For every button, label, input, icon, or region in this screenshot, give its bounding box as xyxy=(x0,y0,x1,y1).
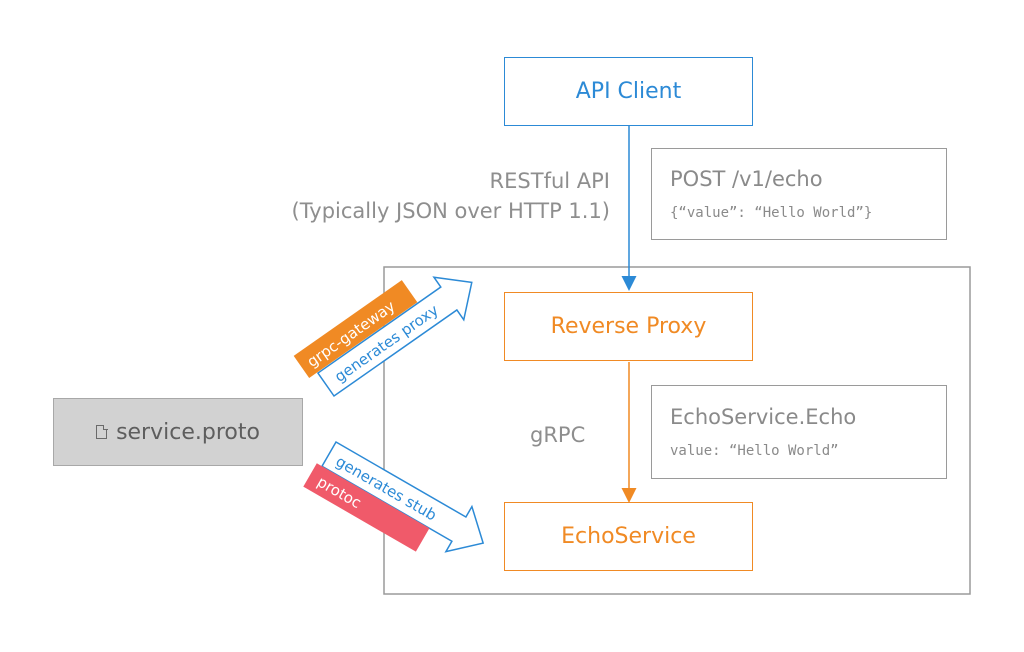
rest-label-line1: RESTful API xyxy=(489,169,610,193)
file-icon xyxy=(96,424,108,439)
rest-label: RESTful API (Typically JSON over HTTP 1.… xyxy=(240,166,610,226)
protoc-arrow: generates stub protoc xyxy=(303,440,485,553)
grpc-message-body: value: “Hello World” xyxy=(670,443,839,459)
grpc-message-title: EchoService.Echo xyxy=(670,405,857,429)
grpc-label: gRPC xyxy=(530,423,586,447)
reverse-proxy-label: Reverse Proxy xyxy=(550,314,707,339)
echo-service-label: EchoService xyxy=(561,524,696,549)
server-container xyxy=(383,266,971,595)
echo-service-node: EchoService xyxy=(504,502,753,571)
grpc-message-box: EchoService.Echo value: “Hello World” xyxy=(651,385,947,479)
request-body: {“value”: “Hello World”} xyxy=(670,205,873,221)
service-proto-label: service.proto xyxy=(116,419,260,445)
rest-label-line2: (Typically JSON over HTTP 1.1) xyxy=(291,199,610,223)
request-title: POST /v1/echo xyxy=(670,167,823,191)
protoc-tag xyxy=(303,463,430,552)
api-client-node: API Client xyxy=(504,57,753,126)
gateway-arrow: generates proxy grpc-gateway xyxy=(293,276,473,398)
service-proto-node: service.proto xyxy=(53,398,303,466)
api-client-label: API Client xyxy=(575,79,682,104)
reverse-proxy-node: Reverse Proxy xyxy=(504,292,753,361)
request-box: POST /v1/echo {“value”: “Hello World”} xyxy=(651,148,947,240)
gateway-tag xyxy=(293,280,418,378)
